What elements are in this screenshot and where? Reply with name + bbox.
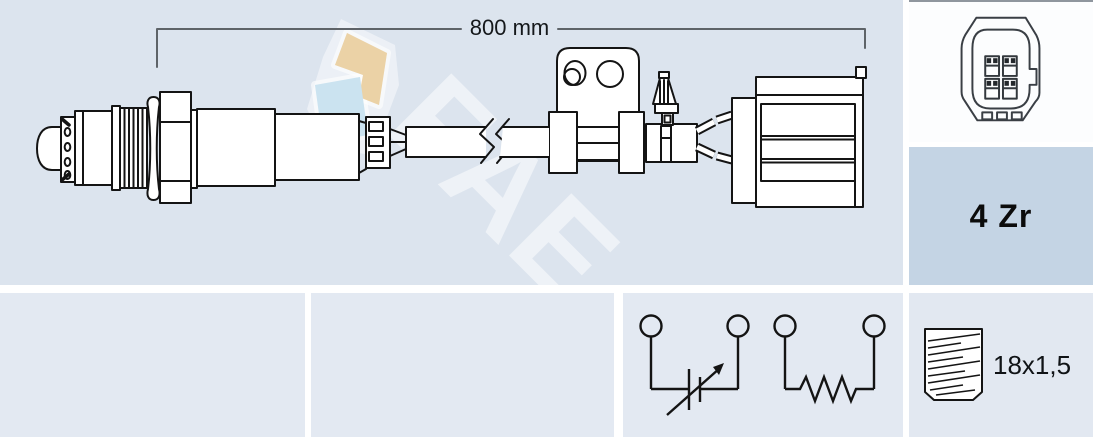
empty-cell-2 (311, 293, 614, 437)
thread-panel: 18x1,5 (909, 293, 1093, 437)
cable-connector (755, 76, 864, 208)
zirconia-cell-circuit-icon (639, 314, 750, 416)
thread-size-label: 18x1,5 (993, 350, 1072, 380)
connector-panel (909, 0, 1093, 142)
lambda-sensor-illustration (36, 28, 867, 208)
connector-face-icon (960, 16, 1041, 122)
cable-break-symbol (479, 118, 495, 164)
circuit-diagrams (639, 314, 886, 416)
type-panel: 4 Zr (909, 147, 1093, 285)
dimension-label: 800 mm (469, 15, 550, 40)
empty-cell-1 (0, 293, 305, 437)
sensor-tip-dome (36, 126, 62, 171)
threaded-stud-icon (924, 328, 983, 401)
circuit-panel (623, 293, 903, 437)
heater-resistor-circuit-icon (773, 314, 886, 405)
sensor-hex-nut (159, 91, 192, 204)
main-drawing-panel: FAE (0, 0, 903, 285)
dimension-line (156, 28, 866, 68)
type-label: 4 Zr (969, 197, 1033, 234)
